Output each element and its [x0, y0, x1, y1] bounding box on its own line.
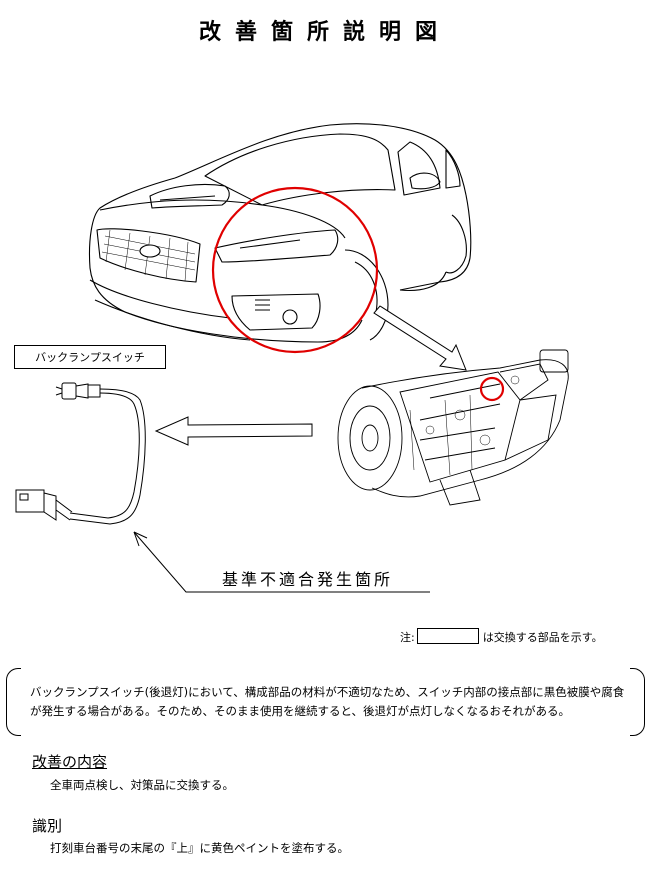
- identification-heading: 識別: [32, 817, 63, 835]
- part-label: バックランプスイッチ: [14, 345, 166, 369]
- arrow-to-transmission: [373, 305, 467, 371]
- note-suffix: は交換する部品を示す。: [482, 631, 603, 644]
- identification-body: 打刻車台番号の末尾の『上』に黄色ペイントを塗布する。: [50, 841, 349, 855]
- car-highlight-circle: [211, 186, 379, 354]
- switch-illustration: [15, 382, 146, 525]
- defect-label: 基準不適合発生箇所: [222, 570, 394, 589]
- defect-leader: [133, 531, 430, 593]
- description-bracket-right: [630, 668, 645, 736]
- improvement-body: 全車両点検し、対策品に交換する。: [50, 778, 234, 792]
- improvement-heading: 改善の内容: [32, 753, 108, 771]
- note-legend-box: [416, 628, 479, 644]
- description-bracket-left: [6, 668, 21, 736]
- defect-description: バックランプスイッチ(後退灯)において、構成部品の材料が不適切なため、スイッチ内…: [30, 685, 625, 718]
- transmission-highlight-circle: [479, 376, 505, 402]
- page-title: 改善箇所説明図: [198, 19, 451, 45]
- note: 注: は交換する部品を示す。: [400, 628, 603, 645]
- arrow-to-switch: [154, 416, 313, 446]
- diagram: [15, 123, 569, 593]
- car-illustration: [88, 123, 472, 343]
- note-prefix: 注:: [400, 631, 415, 644]
- transmission-illustration: [337, 349, 569, 506]
